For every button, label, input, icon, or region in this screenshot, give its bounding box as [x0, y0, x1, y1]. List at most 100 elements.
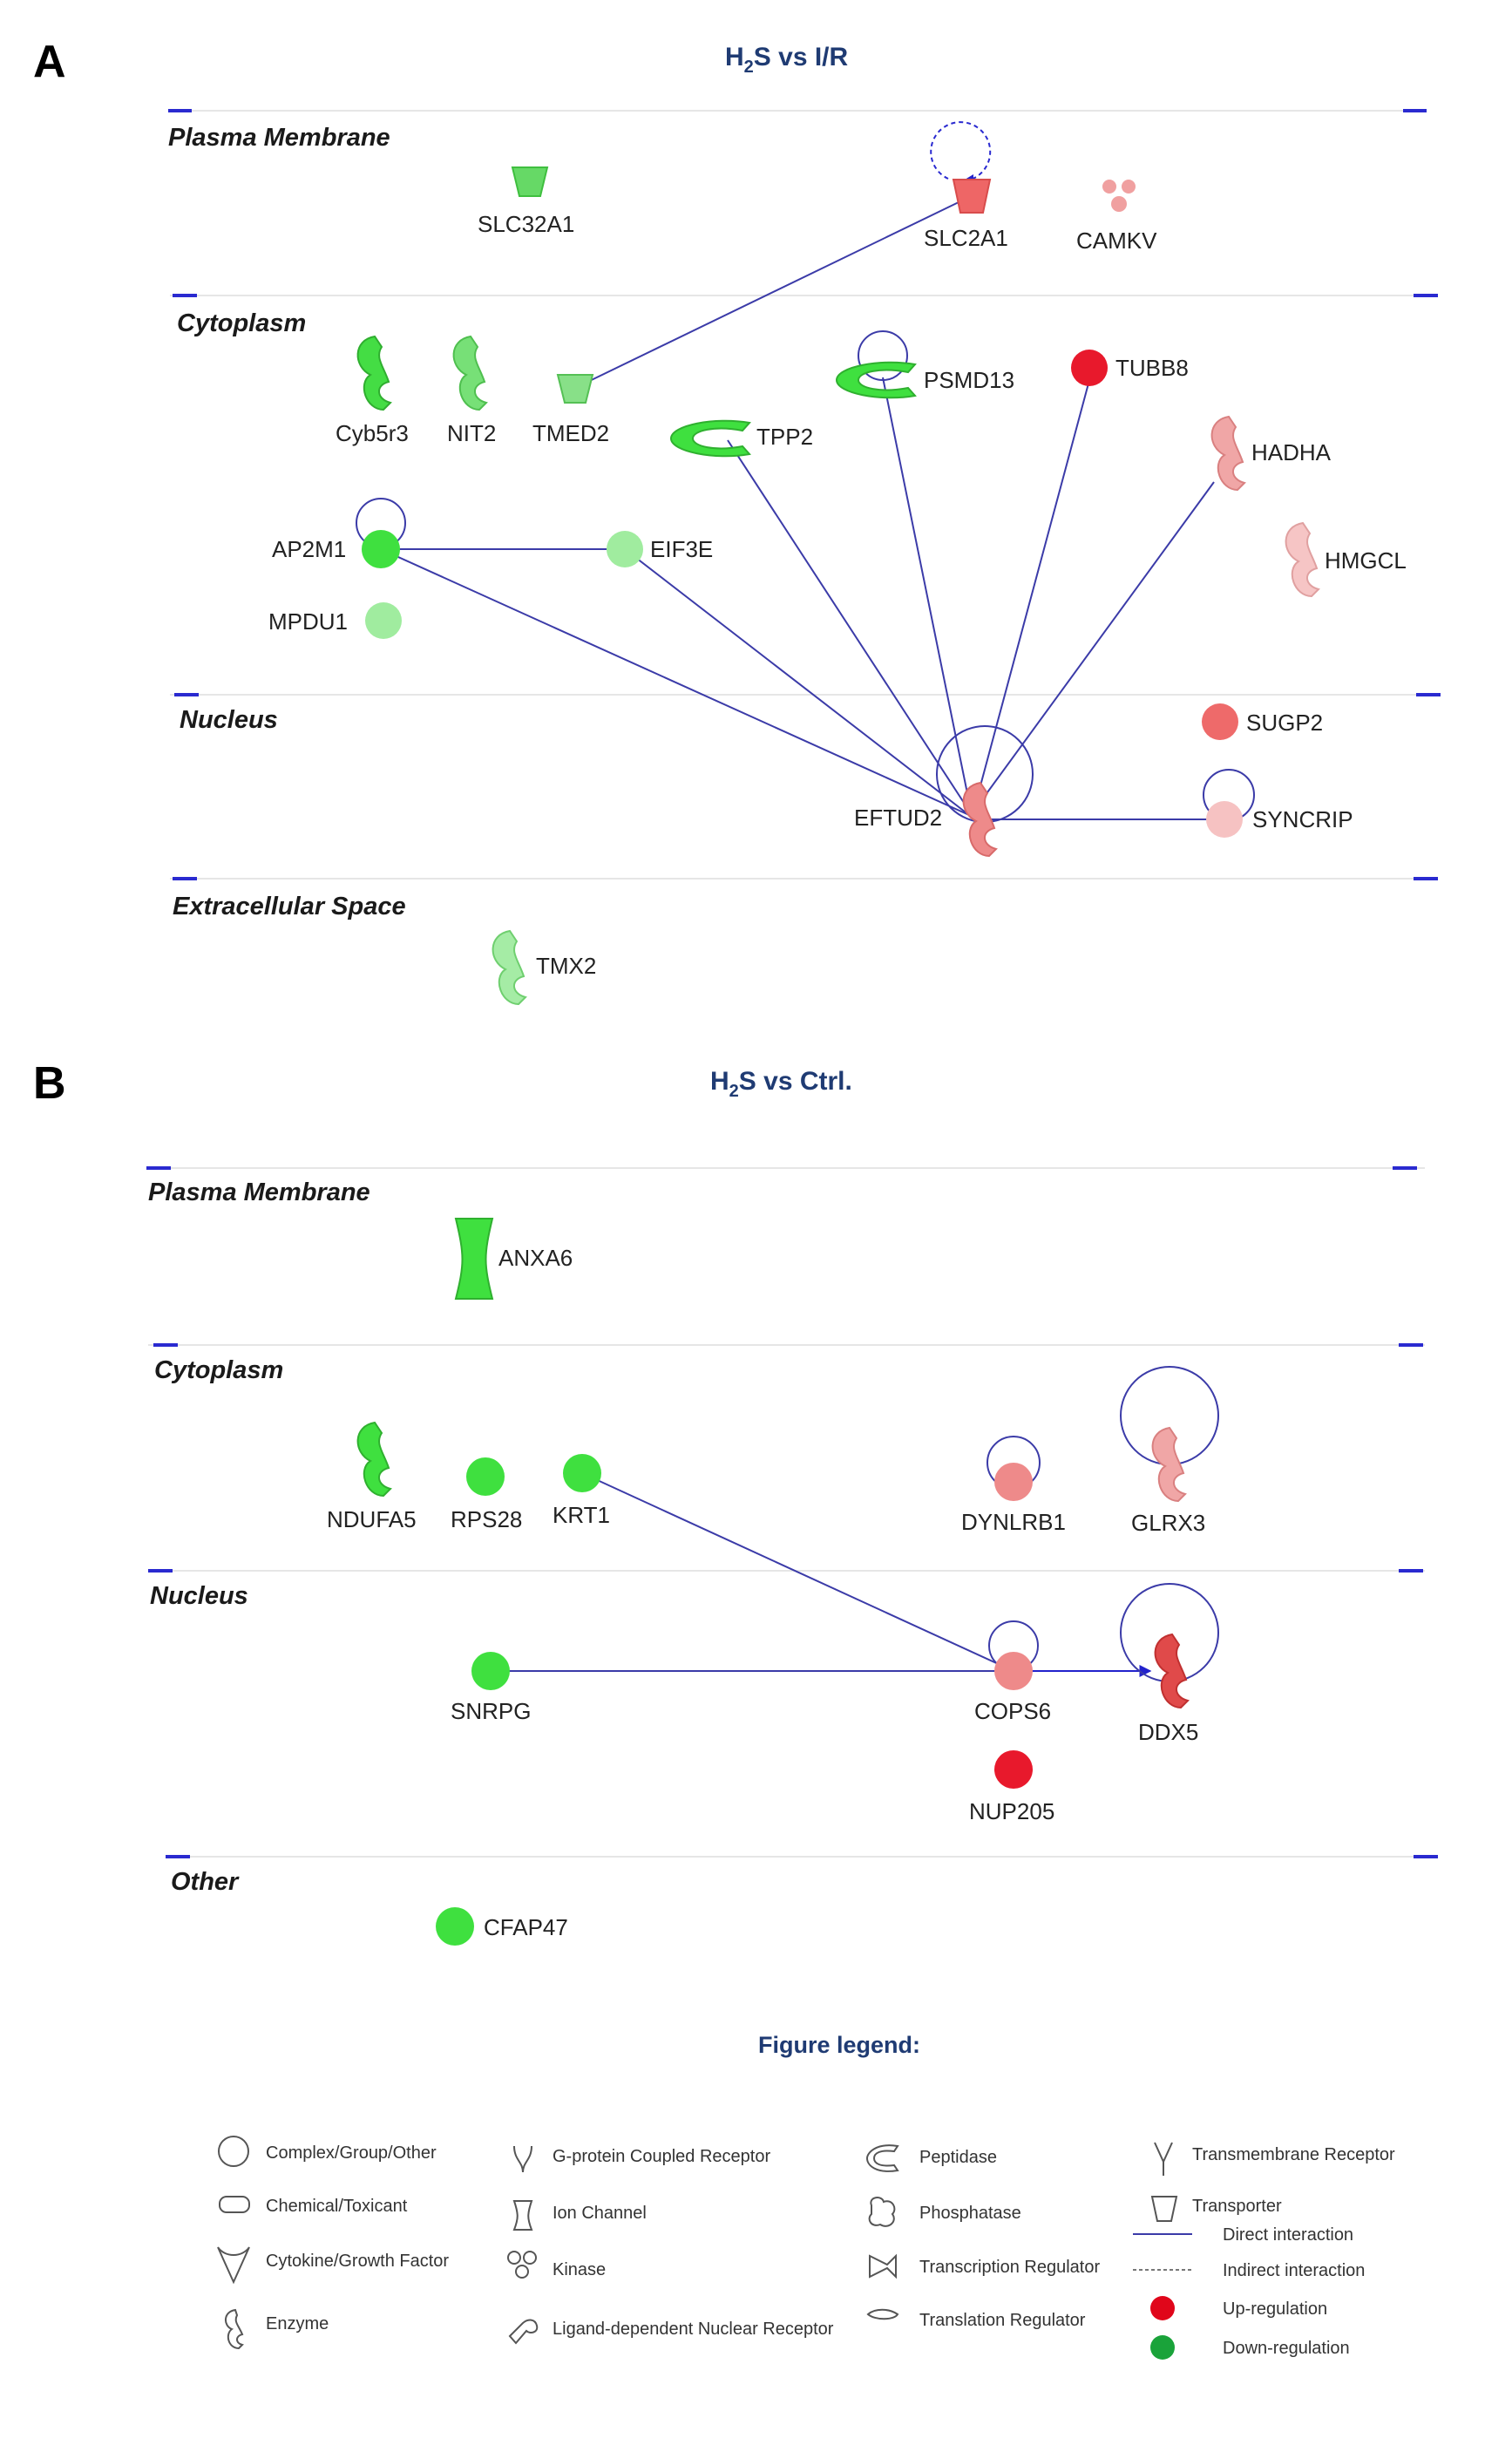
gene-label: Cyb5r3: [336, 420, 409, 446]
transmembrane-receptor-icon: [1154, 2142, 1173, 2176]
region-cytoplasm-a: Cytoplasm: [177, 309, 306, 337]
gene-label: SLC32A1: [478, 211, 574, 237]
panel-b-title: H2S vs Ctrl.: [710, 1067, 852, 1101]
ion-channel-icon: [512, 2200, 533, 2231]
complex-icon: [994, 1652, 1033, 1690]
region-cytoplasm-b: Cytoplasm: [154, 1356, 283, 1384]
complex-icon: [607, 531, 643, 567]
legend-title: Figure legend:: [758, 2032, 920, 2058]
enzyme-icon: [225, 2308, 244, 2350]
gene-label: AP2M1: [272, 536, 346, 562]
enzyme-icon: [356, 335, 392, 411]
gene-label: GLRX3: [1131, 1510, 1205, 1536]
complex-icon: [466, 1457, 505, 1496]
peptidase-icon: [865, 2144, 899, 2172]
chemical-icon: [219, 2196, 250, 2213]
gene-label: ANXA6: [498, 1245, 573, 1271]
panel-b-nodes: ANXA6 NDUFA5 RPS28 KRT1 DYNLRB1 GLRX3 SN…: [327, 1218, 1205, 1946]
panel-b-edges: [491, 1366, 1219, 1682]
gene-label: TUBB8: [1115, 355, 1189, 381]
enzyme-icon: [1151, 1426, 1187, 1503]
gpcr-icon: [513, 2145, 532, 2173]
figure-legend: Complex/Group/Other Chemical/Toxicant Cy…: [217, 2136, 1395, 2360]
region-plasma-membrane-a: Plasma Membrane: [168, 124, 390, 152]
transporter-icon: [952, 179, 992, 214]
gene-label: COPS6: [974, 1698, 1051, 1724]
panel-a-title: H2S vs I/R: [725, 43, 849, 77]
gene-label: NDUFA5: [327, 1506, 417, 1532]
gene-label: RPS28: [451, 1506, 522, 1532]
cytokine-icon: [217, 2246, 250, 2285]
complex-icon: [436, 1907, 474, 1946]
up-regulation-dot: [1150, 2296, 1175, 2320]
complex-icon: [1071, 350, 1108, 386]
down-regulation-dot: [1150, 2335, 1175, 2360]
transporter-icon: [556, 374, 594, 404]
legend-item: Transmembrane Receptor: [1192, 2145, 1395, 2164]
translation-regulator-icon: [866, 2308, 899, 2320]
legend-item: Phosphatase: [919, 2204, 1021, 2223]
legend-item: Transcription Regulator: [919, 2258, 1100, 2277]
legend-item: Kinase: [553, 2260, 606, 2279]
complex-icon: [218, 2136, 249, 2167]
legend-item: Translation Regulator: [919, 2311, 1086, 2330]
legend-item: Cytokine/Growth Factor: [266, 2252, 449, 2271]
phosphatase-icon: [868, 2197, 896, 2227]
kinase-icon: [1102, 180, 1136, 212]
legend-item: Complex/Group/Other: [266, 2143, 437, 2163]
complex-icon: [362, 530, 400, 568]
peptidase-icon: [669, 419, 751, 458]
enzyme-icon: [1154, 1633, 1190, 1709]
legend-item: Up-regulation: [1223, 2299, 1327, 2319]
panel-a-nodes: SLC32A1 SLC2A1 CAMKV Cyb5r3 NIT2 TMED2 T…: [268, 166, 1407, 1006]
gene-label: TPP2: [756, 424, 813, 450]
peptidase-icon: [835, 361, 917, 399]
legend-item: Ligand-dependent Nuclear Receptor: [553, 2320, 834, 2339]
region-nucleus-b: Nucleus: [150, 1582, 248, 1610]
nuclear-receptor-icon: [508, 2319, 539, 2345]
legend-item: Transporter: [1192, 2197, 1282, 2216]
gene-label: SYNCRIP: [1252, 806, 1353, 832]
gene-label: CAMKV: [1076, 228, 1157, 254]
legend-item: Indirect interaction: [1223, 2261, 1365, 2280]
complex-icon: [471, 1652, 510, 1690]
complex-icon: [365, 602, 402, 639]
region-extracellular-a: Extracellular Space: [173, 893, 406, 920]
gene-label: NUP205: [969, 1798, 1054, 1824]
complex-icon: [1206, 801, 1243, 838]
enzyme-icon: [1210, 415, 1246, 492]
panel-a-edges: [356, 121, 1255, 823]
enzyme-icon: [492, 929, 527, 1006]
gene-label: PSMD13: [924, 367, 1014, 393]
gene-label: EIF3E: [650, 536, 713, 562]
gene-label: MPDU1: [268, 608, 348, 635]
gene-label: DYNLRB1: [961, 1509, 1066, 1535]
legend-item: Enzyme: [266, 2314, 329, 2333]
complex-icon: [563, 1454, 601, 1492]
gene-label: HADHA: [1251, 439, 1332, 465]
gene-label: TMX2: [536, 953, 596, 979]
gene-label: SUGP2: [1246, 710, 1323, 736]
legend-item: G-protein Coupled Receptor: [553, 2147, 770, 2166]
panel-a-separators: [168, 109, 1441, 880]
gene-label: EFTUD2: [854, 805, 942, 831]
region-nucleus-a: Nucleus: [180, 706, 278, 734]
region-plasma-membrane-b: Plasma Membrane: [148, 1179, 370, 1206]
gene-label: SLC2A1: [924, 225, 1008, 251]
legend-item: Down-regulation: [1223, 2339, 1350, 2358]
legend-item: Peptidase: [919, 2148, 997, 2167]
region-other-b: Other: [171, 1868, 240, 1896]
panel-a-letter: A: [33, 37, 66, 87]
complex-icon: [994, 1750, 1033, 1789]
gene-label: CFAP47: [484, 1914, 568, 1940]
legend-item: Direct interaction: [1223, 2225, 1353, 2245]
kinase-icon: [507, 2251, 537, 2279]
enzyme-icon: [1285, 521, 1320, 598]
gene-label: NIT2: [447, 420, 496, 446]
legend-item: Ion Channel: [553, 2204, 647, 2223]
transporter-icon: [511, 166, 549, 197]
enzyme-icon: [962, 781, 998, 858]
panel-b-letter: B: [33, 1058, 66, 1109]
gene-label: TMED2: [532, 420, 609, 446]
